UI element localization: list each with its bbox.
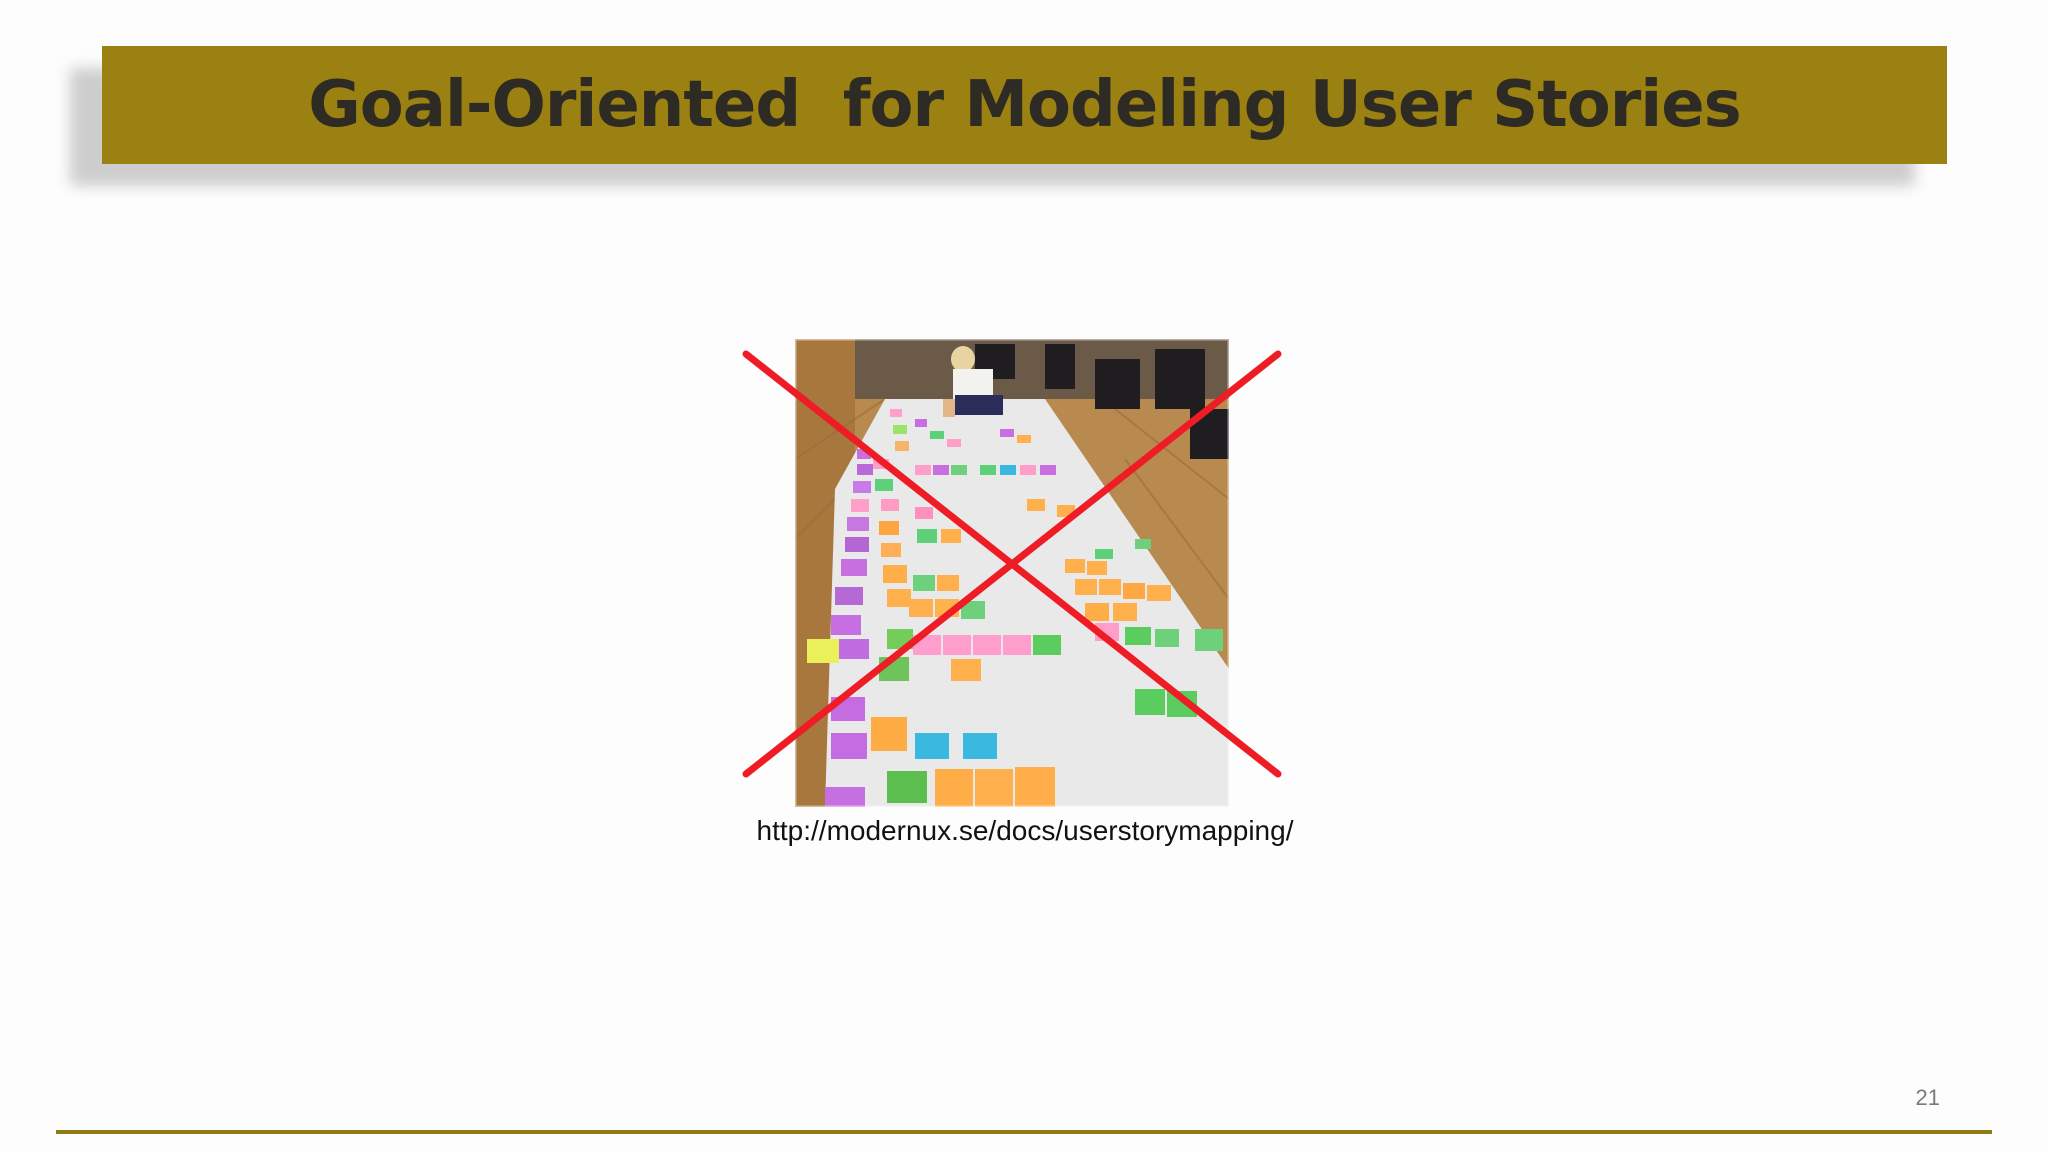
image-source-caption: http://modernux.se/docs/userstorymapping… xyxy=(756,815,1294,846)
footer-divider xyxy=(56,1130,1992,1134)
slide-title: Goal-Oriented for Modeling User Stories xyxy=(308,68,1741,142)
page-number: 21 xyxy=(1915,1085,1940,1110)
story-map-photo xyxy=(795,339,1229,807)
title-bar: Goal-Oriented for Modeling User Stories xyxy=(102,46,1947,164)
